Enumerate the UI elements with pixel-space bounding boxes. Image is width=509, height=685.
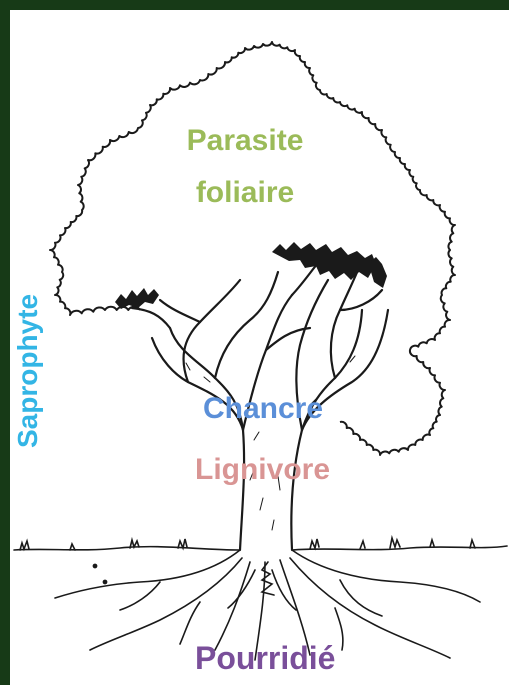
label-parasite-line1: Parasite [160, 115, 330, 167]
diagram-panel: Parasite foliaire Saprophyte Chancre Lig… [10, 10, 509, 685]
label-pourridie: Pourridié [195, 640, 335, 677]
label-parasite-foliaire: Parasite foliaire [160, 115, 330, 219]
foliage-cluster-top [272, 242, 376, 280]
label-chancre: Chancre [203, 392, 323, 426]
foliage-cluster-left [115, 288, 159, 309]
foliage-cluster-right [370, 257, 387, 288]
label-lignivore: Lignivore [195, 453, 330, 487]
label-saprophyte: Saprophyte [12, 294, 44, 448]
label-parasite-line2: foliaire [160, 167, 330, 219]
ground-line [14, 538, 507, 584]
tree-illustration [10, 10, 509, 685]
